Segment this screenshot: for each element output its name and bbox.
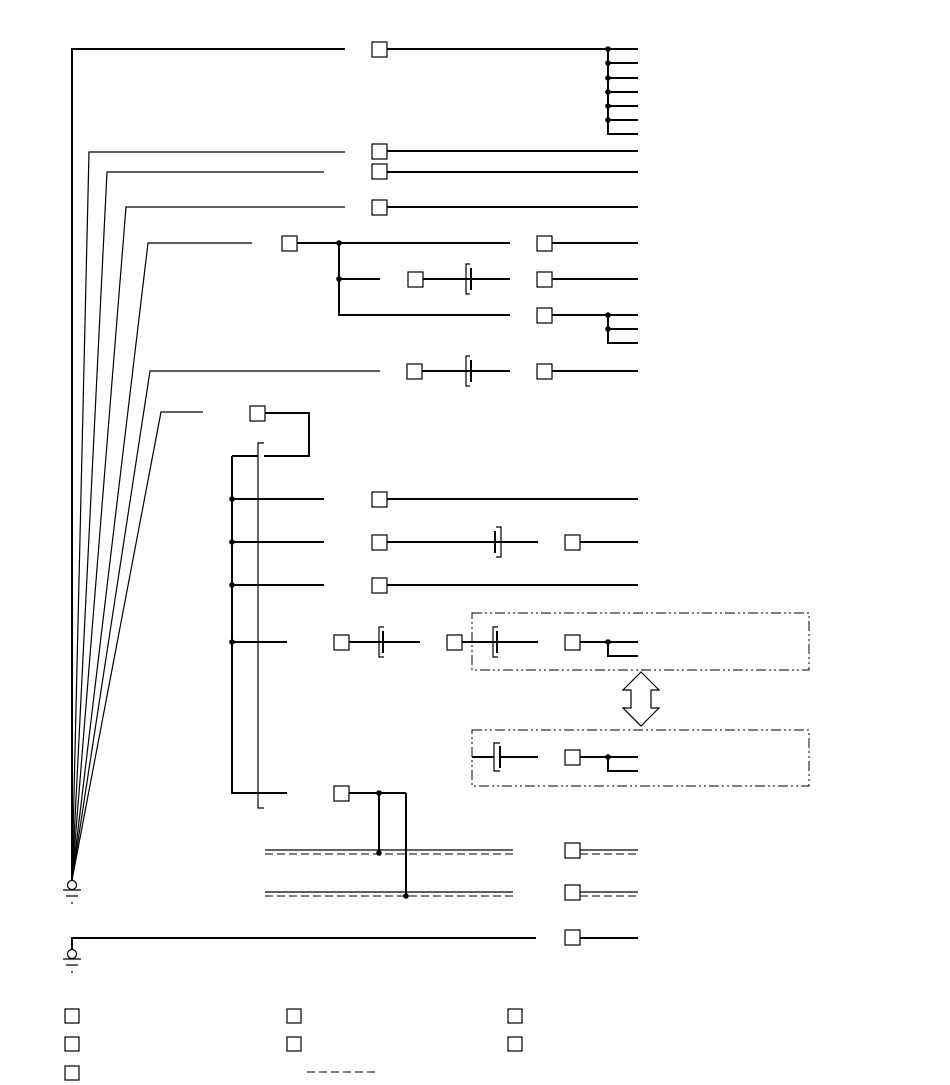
ground-icon [63, 948, 81, 973]
legend-box-icon [64, 1008, 80, 1024]
connector-box-icon [371, 41, 388, 58]
connector-box-icon [371, 163, 388, 180]
circuit-row-5 [281, 235, 638, 344]
connector-box-icon [406, 363, 423, 380]
ground-icon [63, 879, 81, 904]
circuit-row-1 [371, 41, 638, 135]
connector-box-icon [333, 634, 350, 651]
legend-box-icon [507, 1008, 523, 1024]
connector-box-icon [564, 884, 581, 901]
connector-box-icon [536, 271, 553, 288]
legend-box-icon [64, 1036, 80, 1052]
connector-box-icon [281, 235, 298, 252]
connector-box-icon [407, 271, 424, 288]
connector-box-icon [536, 307, 553, 324]
connector-box-icon [564, 929, 581, 946]
ground-wire-3 [71, 171, 324, 881]
circuit-rows-2-4 [371, 143, 638, 216]
ground-wire-2 [71, 151, 345, 881]
legend-box-icon [507, 1036, 523, 1052]
main-ground-fan [71, 48, 380, 881]
ground-wire-6 [71, 370, 380, 881]
double-arrow-icon [621, 671, 661, 727]
legend [64, 1008, 523, 1081]
connector-box-icon [446, 634, 463, 651]
variant-a-group [471, 612, 810, 671]
connector-box-icon [564, 634, 581, 651]
variant-b-group [471, 729, 810, 787]
connector-box-icon [371, 577, 388, 594]
connector-box-icon [564, 749, 581, 766]
ground-wire-5 [71, 242, 252, 881]
connector-box-icon [371, 534, 388, 551]
connector-box-icon [371, 199, 388, 216]
junction-block-icon [257, 442, 264, 809]
legend-box-icon [286, 1008, 302, 1024]
connector-box-icon [536, 363, 553, 380]
connector-box-icon [564, 534, 581, 551]
connector-box-icon [371, 143, 388, 160]
legend-box-icon [286, 1036, 302, 1052]
circuit-row-6 [406, 355, 638, 387]
connector-box-icon [371, 491, 388, 508]
ground-wire-7 [71, 411, 203, 881]
secondary-ground-circuit [63, 929, 638, 973]
ground-wire-1 [71, 48, 345, 880]
connector-box-icon [536, 235, 553, 252]
connector-box-icon [333, 785, 350, 802]
connector-bracket-icon [465, 355, 470, 387]
connector-box-icon [249, 405, 266, 422]
ground-wire-4 [71, 206, 345, 881]
legend-box-icon [64, 1065, 80, 1081]
connector-box-icon [564, 842, 581, 859]
junction-block-section [229, 405, 810, 901]
